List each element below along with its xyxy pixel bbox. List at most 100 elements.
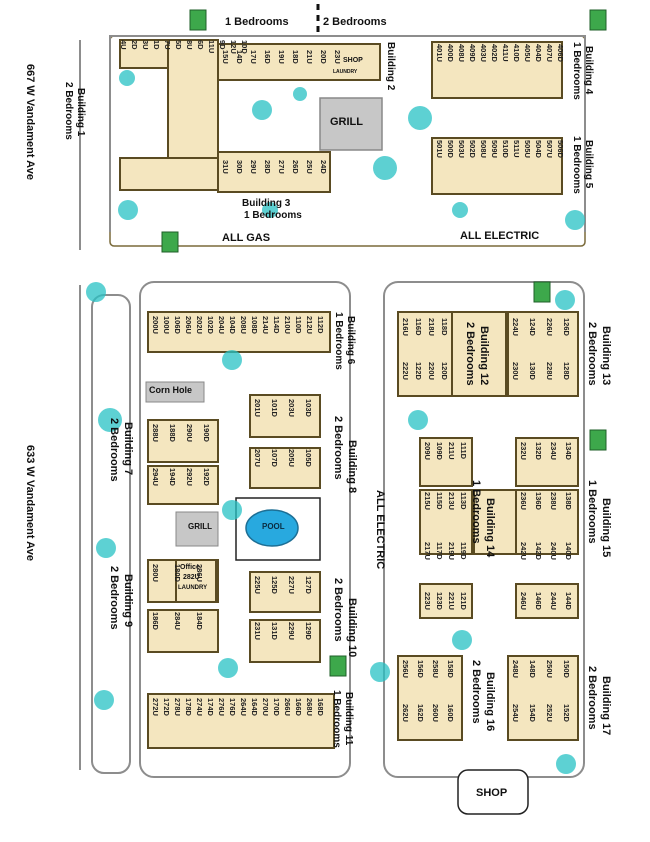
building-9b-rect [147,609,219,653]
unit-label: 250U [545,660,554,678]
tree [373,156,397,180]
unit-label: 509U [490,140,499,158]
unit-label: 16D [263,50,272,64]
unit-label: 111D [459,442,468,460]
tree [555,290,575,310]
tree [94,690,114,710]
street-label-bottom: 633 W Vandament Ave [24,445,36,561]
tree [262,202,278,218]
building-10-beds: 2 Bedrooms [332,578,344,642]
unit-label: 168D [316,698,325,716]
tree [452,202,468,218]
building-3-beds: 1 Bedrooms [244,210,302,221]
top-road-outline [109,35,586,232]
unit-label: 229U [287,622,296,640]
unit-label: 408U [457,44,466,62]
unit-label: 266U [283,698,292,716]
building-15b-rect [515,489,579,555]
unit-label: 126D [562,318,571,336]
unit-label: 236U [519,492,528,510]
building-7-name: Building 7 [122,422,134,476]
building-17-rect [507,655,579,741]
unit-label: 192D [202,468,211,486]
unit-label: 101D [270,399,279,417]
unit-label: 507U [545,140,554,158]
unit-label: 138D [564,492,573,510]
tree [86,282,106,302]
unit-label: 221U [447,592,456,610]
unit-label: 212U [305,316,314,334]
label-all-electric-top: ALL ELECTRIC [460,230,540,242]
unit-label: 150D [562,660,571,678]
unit-label: 206U [184,316,193,334]
building-15c-rect [515,583,579,619]
unit-label: 106D [173,316,182,334]
unit-label: 246U [519,592,528,610]
unit-label: 194D [168,468,177,486]
unit-label: 232U [519,442,528,460]
unit-label: 134D [564,442,573,460]
building-11-rect [147,693,335,749]
unit-label: 406D [556,44,565,62]
unit-label: 272U [151,698,160,716]
building-12b-rect [451,311,507,397]
unit-label: 190D [202,424,211,442]
unit-label: 260U [431,704,440,722]
grill-top-rect [319,97,383,151]
unit-label: 27U [277,160,286,174]
unit-label: 223U [423,592,432,610]
unit-label: 218U [427,318,436,336]
unit-label: 3U [141,40,150,50]
building-16-rect [397,655,463,741]
unit-label: 225U [253,576,262,594]
unit-label: 103D [304,399,313,417]
unit-label: 184D [195,612,204,630]
unit-label: 511U [512,140,521,158]
unit-label: 207U [253,449,262,467]
unit-label: 172D [162,698,171,716]
building-6-beds: 1 Bedrooms [333,312,344,370]
unit-label: 505U [523,140,532,158]
unit-label: 115D [435,492,444,510]
unit-label: 219U [447,542,456,560]
unit-label: 270U [261,698,270,716]
unit-label: 403U [479,44,488,62]
tree [556,754,576,774]
unit-label: 200U [151,316,160,334]
unit-label: 174D [206,698,215,716]
building-12a-rect [397,311,453,397]
unit-label: 1D [152,40,161,50]
building-14-name: Building 14 [484,498,496,558]
unit-label: 25U [305,160,314,174]
unit-label: 164D [250,698,259,716]
unit-label: 242U [519,542,528,560]
unit-label: 156D [416,660,425,678]
unit-label: 160D [446,704,455,722]
label-shop-b2: SHOP [343,57,363,64]
building-4-beds: 1 Bedrooms [571,42,582,100]
office-rect [175,559,217,603]
unit-label: 132D [534,442,543,460]
unit-label: 29U [249,160,258,174]
building-15-name: Building 15 [600,498,612,558]
building-14c-rect [473,489,517,555]
unit-label: 248U [511,660,520,678]
unit-label: 162D [416,704,425,722]
unit-label: 5D [174,40,183,50]
building-17-name: Building 17 [600,676,612,736]
trash-bins [161,9,607,677]
unit-label: 14D [235,50,244,64]
unit-label: 230U [511,362,520,380]
unit-label: 178D [184,698,193,716]
unit-label: 152D [562,704,571,722]
unit-label: 214U [261,316,270,334]
unit-label: 254U [511,704,520,722]
label-laundry-b2: LAUNDRY [333,69,358,75]
unit-label: 234U [549,442,558,460]
label-grill-mid: GRILL [188,522,212,531]
unit-label: 120D [440,362,449,380]
grill-mid-rect [175,511,219,547]
unit-label: 202U [195,316,204,334]
unit-label: 186D [151,612,160,630]
unit-label: 410D [512,44,521,62]
